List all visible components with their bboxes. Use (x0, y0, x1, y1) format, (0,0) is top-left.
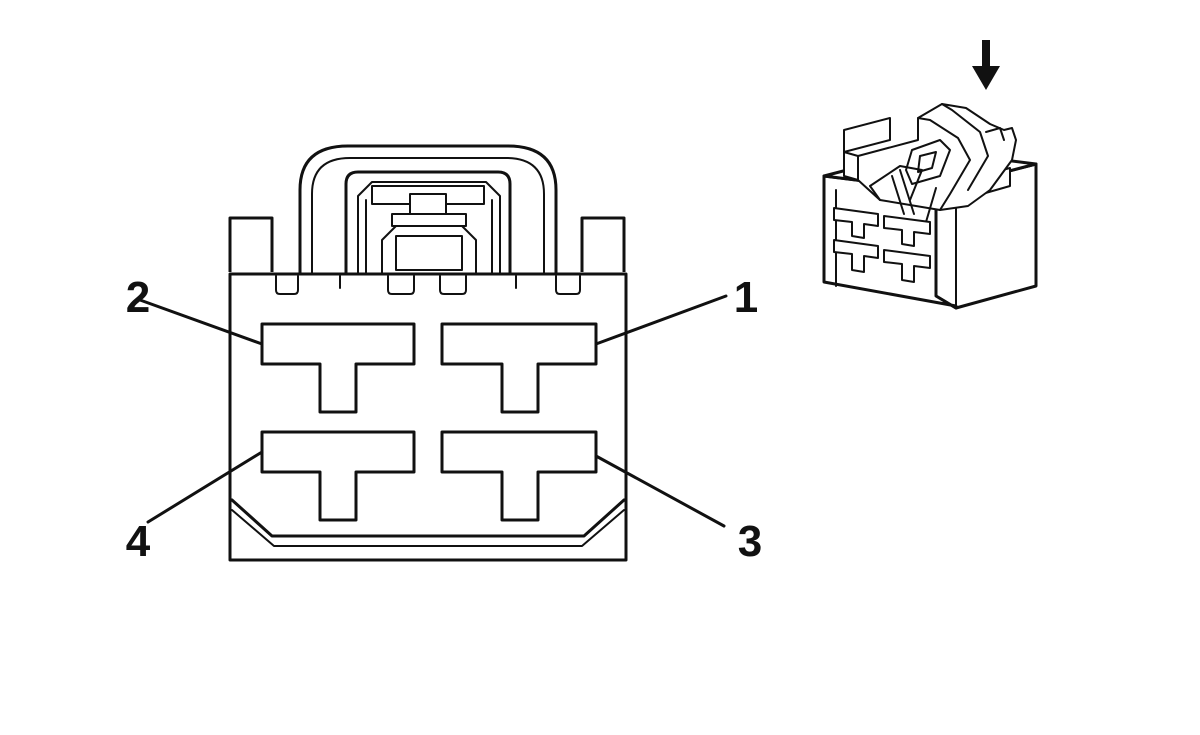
leader-line-2 (138, 298, 264, 346)
down-arrow-icon (972, 40, 1000, 90)
leader-line-3 (594, 454, 726, 528)
iso-cavity-top-left (833, 207, 879, 239)
pin-label-3: 3 (737, 517, 763, 566)
pin-2-terminal (260, 322, 416, 414)
iso-cavity-bottom-left (833, 239, 879, 273)
latch-arch-inner (311, 157, 545, 277)
iso-cavity-bottom-right (883, 249, 931, 283)
connector-housing (228, 272, 628, 562)
connector-front-view (138, 144, 728, 562)
leader-line-1 (594, 294, 728, 346)
pin-1-terminal (440, 322, 598, 414)
pin-label-2: 2 (125, 273, 151, 322)
latch-assembly (344, 170, 512, 278)
housing-bevel (230, 498, 626, 538)
pin-4-terminal (260, 430, 416, 522)
latch-arch-outer (298, 144, 558, 278)
pin-label-1: 1 (733, 273, 759, 322)
top-notches (275, 275, 581, 295)
housing-bevel-inner (231, 509, 625, 547)
pin-3-terminal (440, 430, 598, 522)
iso-latch (857, 103, 1017, 223)
left-post (228, 216, 274, 272)
connector-isometric-view (822, 40, 1038, 310)
leader-line-4 (146, 450, 264, 524)
iso-cavity-top-right (883, 215, 931, 247)
right-post (580, 216, 626, 272)
pin-label-4: 4 (125, 517, 151, 566)
